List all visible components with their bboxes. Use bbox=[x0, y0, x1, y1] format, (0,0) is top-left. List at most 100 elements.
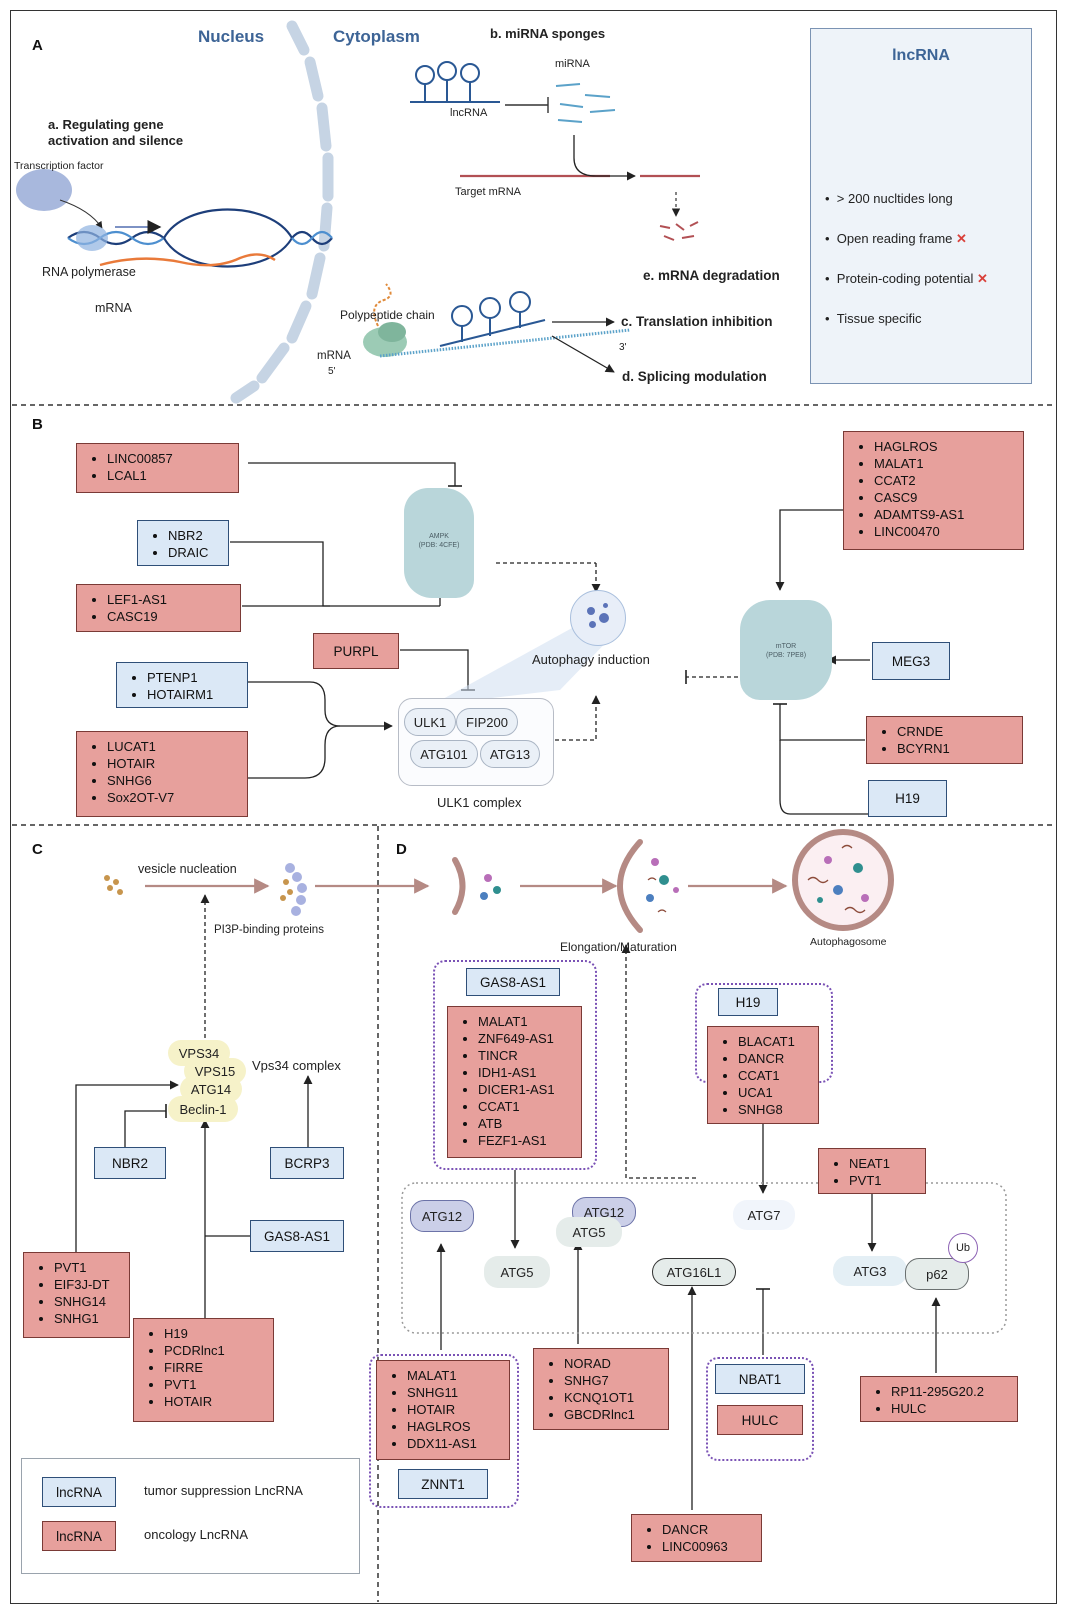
panel-label-d: D bbox=[396, 841, 407, 858]
lncrna-list-item: LINC00857 bbox=[107, 450, 230, 467]
lncrna-list-item: MALAT1 bbox=[407, 1367, 501, 1384]
splicing-modulation-label: d. Splicing modulation bbox=[622, 369, 767, 384]
lncrna-list-item: PTENP1 bbox=[147, 669, 239, 686]
legend-oncology-label: oncology LncRNA bbox=[144, 1527, 249, 1542]
lncrna-list-item: BLACAT1 bbox=[738, 1033, 810, 1050]
lncrna-list-item: SNHG11 bbox=[407, 1384, 501, 1401]
ulk1-pill: ULK1 bbox=[404, 708, 456, 736]
atg-conjugation-frame bbox=[401, 1182, 1007, 1334]
elongation-maturation-label: Elongation/Maturation bbox=[560, 940, 677, 954]
lncrna-list: BLACAT1DANCRCCAT1UCA1SNHG8 bbox=[708, 1027, 818, 1124]
lncrna-list-item: PVT1 bbox=[54, 1259, 121, 1276]
atg16l1-pill: ATG16L1 bbox=[652, 1258, 736, 1286]
lncrna-box-lucat1: LUCAT1HOTAIRSNHG6Sox2OT-V7 bbox=[76, 731, 248, 817]
autophagosome-label: Autophagosome bbox=[810, 936, 887, 948]
lncrna-list-item: LCAL1 bbox=[107, 467, 230, 484]
rna-polymerase-label: RNA polymerase bbox=[42, 265, 136, 279]
lncrna-list-item: CCAT1 bbox=[738, 1067, 810, 1084]
info-item-1-text: > 200 nucltides long bbox=[836, 191, 953, 206]
lncrna-list-item: MALAT1 bbox=[874, 455, 1015, 472]
lncrna-list-item: LINC00470 bbox=[874, 523, 1015, 540]
lncrna-list-item: CASC9 bbox=[874, 489, 1015, 506]
info-item-4: • Tissue specific bbox=[825, 311, 922, 326]
nuclear-envelope bbox=[230, 20, 334, 404]
lncrna-list-item: LEF1-AS1 bbox=[107, 591, 232, 608]
lncrna-box-meg3: MEG3 bbox=[872, 642, 950, 680]
lncrna-box-gas8-d: GAS8-AS1 bbox=[466, 968, 560, 996]
mrna-degradation-label: e. mRNA degradation bbox=[643, 268, 780, 283]
elongating-phagophore-icon bbox=[617, 839, 643, 933]
lncrna-box-znnt1: ZNNT1 bbox=[398, 1469, 488, 1499]
lncrna-list-item: PCDRlnc1 bbox=[164, 1342, 265, 1359]
ribosome-icon bbox=[363, 322, 407, 357]
lncrna-list-item: FEZF1-AS1 bbox=[478, 1132, 573, 1149]
lncrna-list-item: GBCDRlnc1 bbox=[564, 1406, 660, 1423]
lncrna-box-h19-c: H19PCDRlnc1FIRREPVT1HOTAIR bbox=[133, 1318, 274, 1422]
lncrna-box-ptenp1: PTENP1HOTAIRM1 bbox=[116, 662, 248, 708]
mrna-strand-icon bbox=[99, 253, 276, 267]
lncrna-list: NBR2DRAIC bbox=[138, 521, 228, 567]
lncrna-list-item: SNHG7 bbox=[564, 1372, 660, 1389]
legend-suppressor-label: tumor suppression LncRNA bbox=[144, 1483, 303, 1498]
degraded-mrna-icon bbox=[659, 221, 699, 241]
ampk-protein-icon: AMPK(PDB: 4CFE) bbox=[404, 488, 474, 598]
atg3-pill: ATG3 bbox=[833, 1256, 907, 1286]
lncrna-list-item: DDX11-AS1 bbox=[407, 1435, 501, 1452]
lncrna-list-item: HOTAIR bbox=[407, 1401, 501, 1418]
lncrna-list-item: EIF3J-DT bbox=[54, 1276, 121, 1293]
vesicle-nucleation-label: vesicle nucleation bbox=[138, 862, 237, 876]
phagophore-icon bbox=[452, 857, 466, 915]
lncrna-list-item: CASC19 bbox=[107, 608, 232, 625]
p62-pill: p62 bbox=[905, 1258, 969, 1290]
lncrna-list-item: LINC00963 bbox=[662, 1538, 753, 1555]
autophagy-induction-label: Autophagy induction bbox=[532, 652, 650, 667]
pi3p-binding-proteins-icon bbox=[280, 863, 307, 916]
section-a-title-line2: activation and silence bbox=[48, 133, 184, 148]
info-item-2-text: Open reading frame bbox=[836, 231, 953, 246]
lncrna-list-item: FIRRE bbox=[164, 1359, 265, 1376]
lncrna-list-item: PVT1 bbox=[849, 1172, 917, 1189]
group-znnt1 bbox=[369, 1354, 519, 1508]
rna-polymerase-icon bbox=[76, 225, 108, 251]
lncrna-box-pvt1: PVT1EIF3J-DTSNHG14SNHG1 bbox=[23, 1252, 130, 1338]
lncrna-list-item: RP11-295G20.2 bbox=[891, 1383, 1009, 1400]
info-item-2: • Open reading frame ✕ bbox=[825, 231, 967, 246]
lncrna-list: NEAT1PVT1 bbox=[819, 1149, 925, 1195]
vps34-complex-label: Vps34 complex bbox=[252, 1058, 341, 1073]
group-gas8 bbox=[433, 960, 597, 1170]
lncrna-box-purpl: PURPL bbox=[313, 633, 399, 669]
info-item-3-text: Protein-coding potential bbox=[836, 271, 974, 286]
cargo-icon bbox=[646, 858, 679, 913]
lncrna-list-item: HULC bbox=[891, 1400, 1009, 1417]
lncrna-list: NORADSNHG7KCNQ1OT1GBCDRlnc1 bbox=[534, 1349, 668, 1429]
figure-frame bbox=[10, 10, 1057, 1604]
lncrna-box-crnde: CRNDEBCYRN1 bbox=[866, 716, 1023, 764]
cross-icon-2: ✕ bbox=[977, 271, 988, 286]
mtor-label: mTOR(PDB: 7PE8) bbox=[740, 642, 832, 660]
info-item-3: • Protein-coding potential ✕ bbox=[825, 271, 988, 286]
mrna-label: mRNA bbox=[95, 301, 132, 315]
lncrna-box-nbr2: NBR2DRAIC bbox=[137, 520, 229, 566]
lncrna-box-dancr: DANCRLINC00963 bbox=[631, 1514, 762, 1562]
lncrna-list-item: SNHG1 bbox=[54, 1310, 121, 1327]
lncrna-list-item: HOTAIR bbox=[107, 755, 239, 772]
three-prime-label: 3' bbox=[619, 342, 627, 353]
atg13-pill: ATG13 bbox=[480, 740, 540, 768]
atg101-pill: ATG101 bbox=[410, 740, 478, 768]
lncrna-list-item: SNHG8 bbox=[738, 1101, 810, 1118]
beclin1-pill: Beclin-1 bbox=[168, 1096, 238, 1122]
lncrna-box-linc00857: LINC00857LCAL1 bbox=[76, 443, 239, 493]
panel-label-c: C bbox=[32, 841, 43, 858]
mirna-sponges-title: b. miRNA sponges bbox=[490, 26, 606, 41]
legend-oncology-swatch: lncRNA bbox=[42, 1521, 116, 1551]
lncrna-list-item: ATB bbox=[478, 1115, 573, 1132]
lncrna-list: RP11-295G20.2HULC bbox=[861, 1377, 1017, 1423]
legend: lncRNA tumor suppression LncRNA lncRNA o… bbox=[21, 1458, 360, 1574]
five-prime-label: 5' bbox=[328, 366, 336, 377]
ampk-name: AMPK bbox=[429, 533, 449, 540]
lncrna-box-haglros: HAGLROSMALAT1CCAT2CASC9ADAMTS9-AS1LINC00… bbox=[843, 431, 1024, 550]
atg7-pill: ATG7 bbox=[733, 1200, 795, 1230]
lncrna-box-hulc: HULC bbox=[717, 1405, 803, 1435]
ub-icon: Ub bbox=[948, 1233, 978, 1263]
